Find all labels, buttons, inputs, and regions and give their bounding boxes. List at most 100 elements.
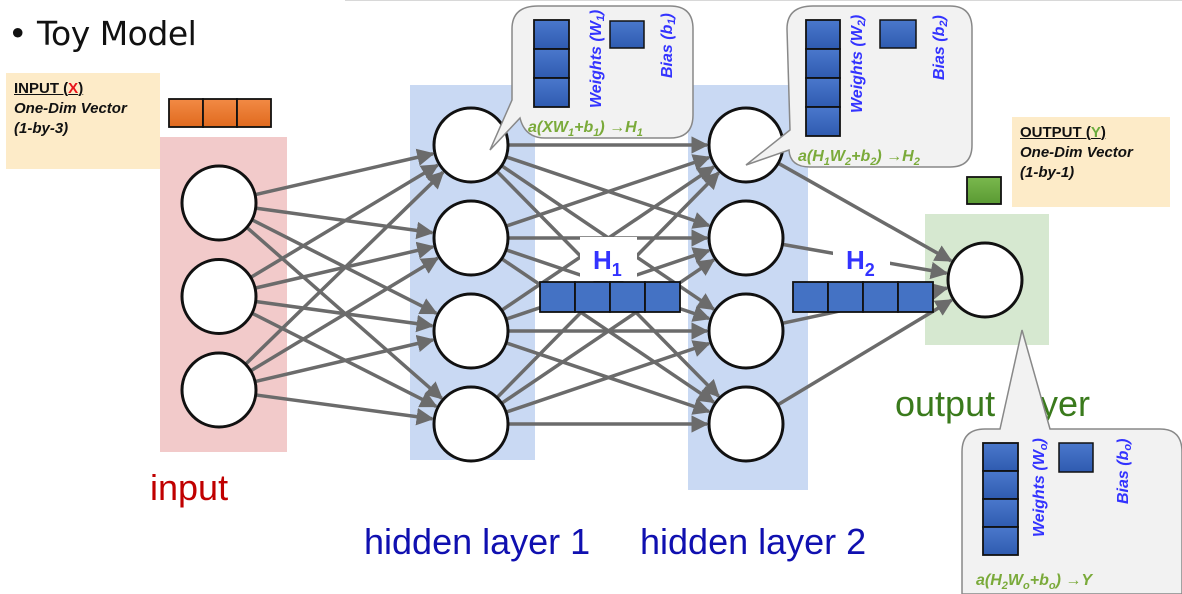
- input-info-box: INPUT (X) One-Dim Vector (1-by-3): [6, 73, 160, 169]
- w1-weights-label: Weights (W1): [588, 10, 607, 108]
- h2-label: H2: [846, 245, 875, 280]
- h2-label-background: [833, 237, 890, 281]
- edge-input-to-hidden1: [254, 334, 435, 384]
- w2-weight-cell-2: [805, 48, 841, 79]
- top-divider: [345, 0, 1182, 1]
- y-vector-cell-1: [966, 176, 1002, 205]
- w2-weights-label: Weights (W2): [849, 15, 868, 113]
- edge-hidden1-to-hidden2: [505, 340, 711, 414]
- input-neuron-2: [180, 258, 258, 335]
- w1-weights-sub: 1: [595, 15, 607, 21]
- b2-bias-cell: [879, 19, 917, 49]
- output-layer-label-left: output: [895, 383, 995, 424]
- w2-formula-part-0: a(H: [798, 148, 824, 165]
- connections: [244, 136, 954, 433]
- output-info-shape: (1-by-1): [1020, 164, 1075, 181]
- h1-vector-cell-3: [609, 281, 646, 313]
- output-layer-label: output yer: [895, 383, 1090, 424]
- w2-formula-part-2: W: [830, 148, 847, 165]
- b1-bias-sub: 1: [666, 19, 678, 25]
- edge-input-to-hidden1: [249, 256, 440, 373]
- hidden2-neuron-2: [707, 199, 785, 277]
- h2-label-sub: 2: [865, 260, 875, 280]
- b2-bias-sub: 2: [938, 21, 950, 28]
- input-neuron-1: [180, 164, 258, 242]
- b1-bias-label: Bias (b1): [659, 13, 678, 78]
- wo-formula: a(H2Wo+bo) →Y: [976, 572, 1093, 592]
- hidden1-neuron-1: [432, 106, 510, 184]
- callout-output-params: Weights (Wo) Bias (bo) a(H2Wo+bo) →Y: [961, 329, 1182, 594]
- w2-formula-part-6: ) →H: [874, 148, 914, 165]
- output-header-suffix: ): [1100, 124, 1106, 141]
- wo-formula-sub-3: o: [1023, 580, 1030, 592]
- h1-vector-cell-4: [644, 281, 681, 313]
- h2-vector-cell-4: [897, 281, 934, 313]
- x-vector-cell-1: [168, 98, 204, 128]
- w2-weight-cell-4: [805, 106, 841, 137]
- w1-formula-sub-5: 1: [637, 127, 643, 139]
- wo-weight-cell-4: [982, 526, 1019, 556]
- input-info-header: INPUT (X): [14, 79, 152, 99]
- x-vector-cell-3: [236, 98, 272, 128]
- w1-weight-cell-3: [533, 77, 570, 108]
- w2-weight-cells: [805, 19, 841, 137]
- w2-formula: a(H1W2+b2) →H2: [798, 148, 920, 168]
- input-info-shape: (1-by-3): [14, 120, 69, 137]
- wo-weights-label: Weights (Wo): [1031, 438, 1050, 537]
- w2-weights-text: Weights (W: [849, 24, 866, 113]
- h1-vector-cell-2: [574, 281, 611, 313]
- h1-vector: [539, 281, 681, 313]
- input-layer-label: input: [150, 467, 228, 508]
- input-header-suffix: ): [78, 80, 84, 97]
- bo-bias-text: Bias (b: [1115, 450, 1132, 504]
- output-info-header: OUTPUT (Y): [1020, 123, 1162, 143]
- bo-bias-sub: o: [1122, 444, 1134, 451]
- input-header-var: X: [68, 80, 79, 97]
- hidden1-neuron-2: [432, 199, 510, 277]
- h2-vector-cell-3: [862, 281, 899, 313]
- b1-bias-text: Bias (b: [659, 24, 676, 78]
- bo-bias-end: ): [1115, 439, 1132, 446]
- w1-formula-part-0: a(XW: [528, 119, 570, 136]
- wo-weight-cell-3: [982, 498, 1019, 528]
- w2-formula-part-4: +b: [851, 148, 870, 165]
- hidden2-neuron-4: [707, 385, 785, 463]
- w2-weights-sub: 2: [856, 20, 868, 27]
- hidden-layer-2-label: hidden layer 2: [640, 521, 866, 562]
- bo-bias-cell: [1058, 442, 1094, 473]
- h2-vector-cell-2: [827, 281, 864, 313]
- b2-bias-text: Bias (b: [931, 26, 948, 80]
- w2-weight-cell-1: [805, 19, 841, 50]
- edge-input-to-hidden1: [249, 163, 440, 279]
- hidden2-neuron-3: [707, 292, 785, 370]
- output-header-prefix: OUTPUT (: [1020, 124, 1091, 141]
- b2-bias-label: Bias (b2): [931, 15, 950, 80]
- wo-weights-sub: o: [1038, 443, 1050, 450]
- output-header-var: Y: [1090, 124, 1101, 141]
- output-layer-label-right: yer: [1040, 383, 1090, 424]
- h1-label-sub: 1: [612, 260, 622, 280]
- output-neuron-1: [946, 241, 1024, 319]
- h1-label-background: [580, 237, 637, 281]
- h1-label: H1: [593, 245, 622, 280]
- w2-weight-cell-3: [805, 77, 841, 108]
- w2-formula-sub-1: 1: [824, 156, 830, 168]
- input-header-prefix: INPUT (: [14, 80, 69, 97]
- w2-formula-sub-7: 2: [913, 156, 920, 168]
- hidden1-neuron-4: [432, 385, 510, 463]
- h2-label-main: H: [846, 245, 865, 275]
- b1-bias-cell: [609, 20, 645, 49]
- wo-weight-cell-2: [982, 470, 1019, 500]
- edge-hidden2-to-output: [777, 161, 953, 263]
- h1-label-main: H: [593, 245, 612, 275]
- wo-weights-end: ): [1031, 438, 1048, 445]
- wo-formula-part-2: W: [1008, 572, 1025, 589]
- slide-title: • Toy Model: [8, 14, 197, 53]
- edge-input-to-hidden1: [244, 170, 445, 366]
- w1-formula-part-4: ) →H: [597, 119, 637, 136]
- x-vector-cell-2: [202, 98, 238, 128]
- edge-hidden2-to-output: [776, 298, 954, 407]
- wo-weights-text: Weights (W: [1031, 448, 1048, 537]
- w1-formula-sub-1: 1: [568, 127, 574, 139]
